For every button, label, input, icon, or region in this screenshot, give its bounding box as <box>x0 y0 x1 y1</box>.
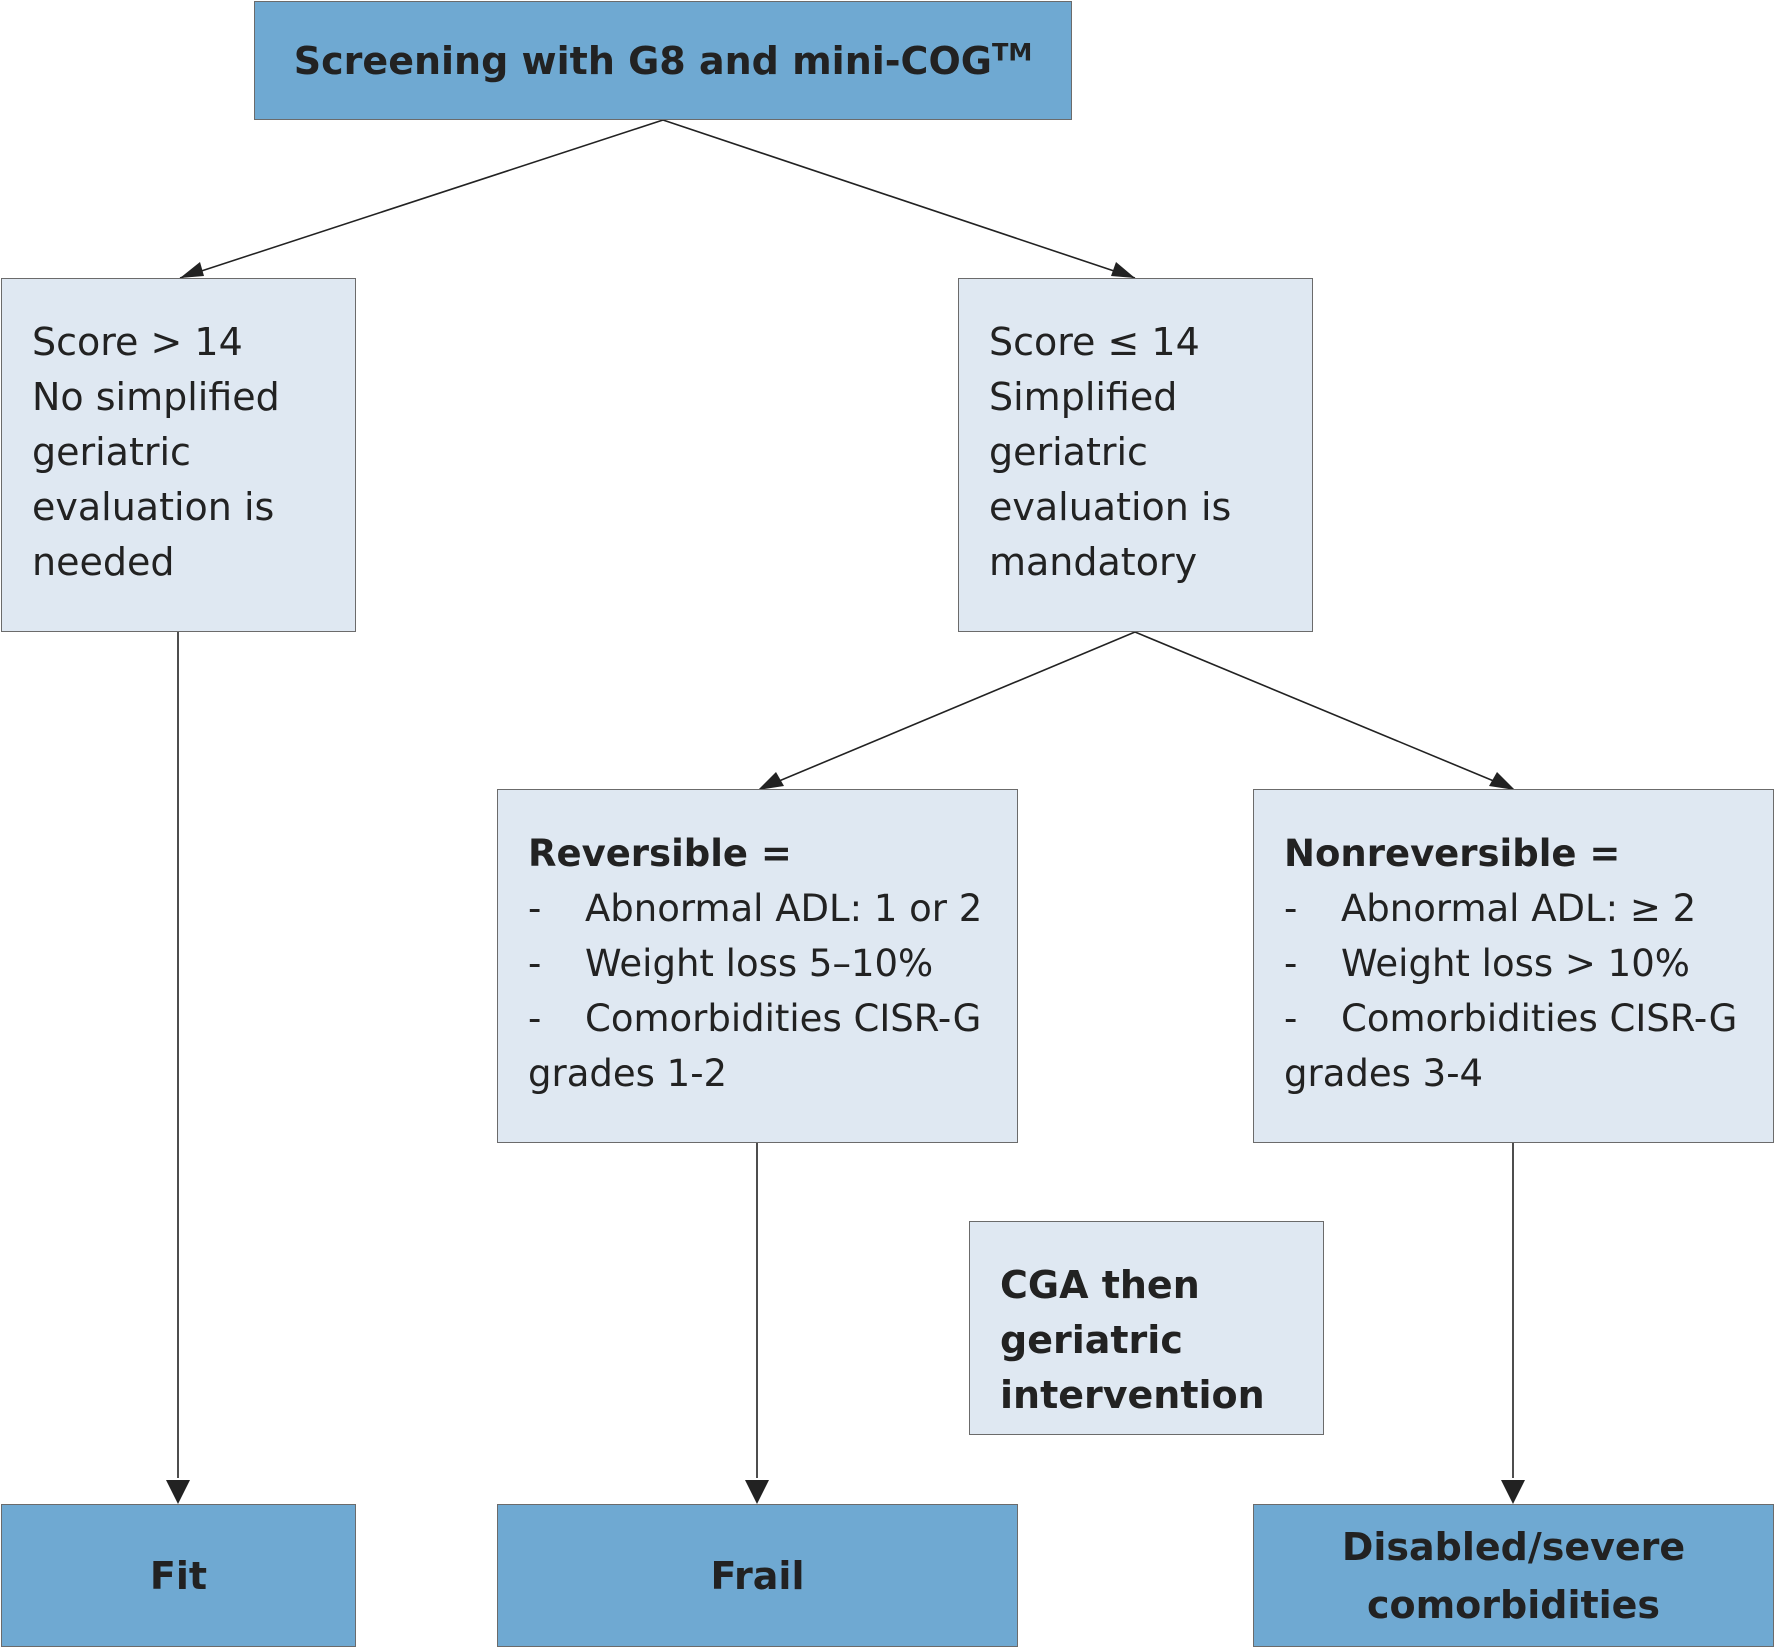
bullet-dash: - <box>1284 942 1298 985</box>
arrowhead-disabled <box>1501 1480 1525 1504</box>
frail-label: Frail <box>710 1553 805 1598</box>
screening-box: Screening with G8 and mini-COGTM <box>254 1 1072 120</box>
score-high-line: No simplified <box>32 375 280 419</box>
score-low-line: evaluation is <box>989 485 1232 529</box>
nonreversible-heading: Nonreversible = <box>1284 832 1621 875</box>
arrow-screening-to-score-high <box>179 119 664 279</box>
score-low-line: Simplified <box>989 375 1178 419</box>
bullet-dash: - <box>528 887 542 930</box>
nonreversible-text: Nonreversible = -Abnormal ADL: ≥ 2 -Weig… <box>1284 826 1737 1101</box>
cga-box: CGA then geriatric intervention <box>969 1221 1324 1435</box>
arrowhead-score-low <box>1111 262 1135 278</box>
nonreversible-item: -Abnormal ADL: ≥ 2 <box>1284 881 1737 936</box>
reversible-item-text: Abnormal ADL: 1 or 2 <box>585 887 983 930</box>
score-high-text: Score > 14 No simplified geriatric evalu… <box>32 315 280 590</box>
bullet-dash: - <box>1284 997 1298 1040</box>
screening-superscript: TM <box>991 37 1033 66</box>
arrow-score-low-to-reversible <box>759 631 1136 790</box>
fit-label: Fit <box>149 1553 208 1598</box>
disabled-box: Disabled/severe comorbidities <box>1253 1504 1774 1647</box>
arrow-score-low-to-nonreversible <box>1134 631 1514 790</box>
score-low-text: Score ≤ 14 Simplified geriatric evaluati… <box>989 315 1231 590</box>
fit-box: Fit <box>1 1504 356 1647</box>
score-low-box: Score ≤ 14 Simplified geriatric evaluati… <box>958 278 1313 632</box>
reversible-item: -Comorbidities CISR-G <box>528 991 982 1046</box>
score-high-box: Score > 14 No simplified geriatric evalu… <box>1 278 356 632</box>
cga-line: geriatric <box>1000 1318 1183 1362</box>
cga-line: intervention <box>1000 1373 1265 1417</box>
reversible-continuation: grades 1-2 <box>528 1052 728 1095</box>
bullet-dash: - <box>528 942 542 985</box>
arrow-screening-to-score-low <box>662 119 1136 279</box>
score-low-line: mandatory <box>989 540 1198 584</box>
arrowhead-fit <box>166 1480 190 1504</box>
reversible-item-text: Comorbidities CISR-G <box>585 997 982 1040</box>
cga-line: CGA then <box>1000 1263 1200 1307</box>
arrowhead-frail <box>745 1480 769 1504</box>
cga-text: CGA then geriatric intervention <box>1000 1258 1265 1423</box>
nonreversible-item-text: Abnormal ADL: ≥ 2 <box>1341 887 1697 930</box>
bullet-dash: - <box>1284 887 1298 930</box>
nonreversible-item: -Comorbidities CISR-G <box>1284 991 1737 1046</box>
arrowhead-score-high <box>180 262 204 278</box>
reversible-box: Reversible = -Abnormal ADL: 1 or 2 -Weig… <box>497 789 1018 1143</box>
disabled-label: Disabled/severe comorbidities <box>1342 1518 1685 1634</box>
reversible-item: -Abnormal ADL: 1 or 2 <box>528 881 982 936</box>
reversible-item-text: Weight loss 5–10% <box>585 942 934 985</box>
nonreversible-item-text: Weight loss > 10% <box>1341 942 1690 985</box>
reversible-item: -Weight loss 5–10% <box>528 936 982 991</box>
nonreversible-item-text: Comorbidities CISR-G <box>1341 997 1738 1040</box>
bullet-dash: - <box>528 997 542 1040</box>
reversible-text: Reversible = -Abnormal ADL: 1 or 2 -Weig… <box>528 826 982 1101</box>
nonreversible-continuation: grades 3-4 <box>1284 1052 1484 1095</box>
score-low-line: Score ≤ 14 <box>989 320 1200 364</box>
score-high-line: Score > 14 <box>32 320 243 364</box>
disabled-line: Disabled/severe <box>1341 1524 1686 1569</box>
score-high-line: evaluation is <box>32 485 275 529</box>
reversible-heading: Reversible = <box>528 832 792 875</box>
disabled-line: comorbidities <box>1366 1582 1661 1627</box>
nonreversible-item: -Weight loss > 10% <box>1284 936 1737 991</box>
score-low-line: geriatric <box>989 430 1148 474</box>
arrowhead-nonreversible <box>1489 772 1515 790</box>
nonreversible-box: Nonreversible = -Abnormal ADL: ≥ 2 -Weig… <box>1253 789 1774 1143</box>
frail-box: Frail <box>497 1504 1018 1647</box>
score-high-line: geriatric <box>32 430 191 474</box>
screening-title-text: Screening with G8 and mini-COG <box>293 38 992 83</box>
arrowhead-reversible <box>758 772 784 790</box>
score-high-line: needed <box>32 540 175 584</box>
screening-title: Screening with G8 and mini-COGTM <box>294 32 1032 90</box>
